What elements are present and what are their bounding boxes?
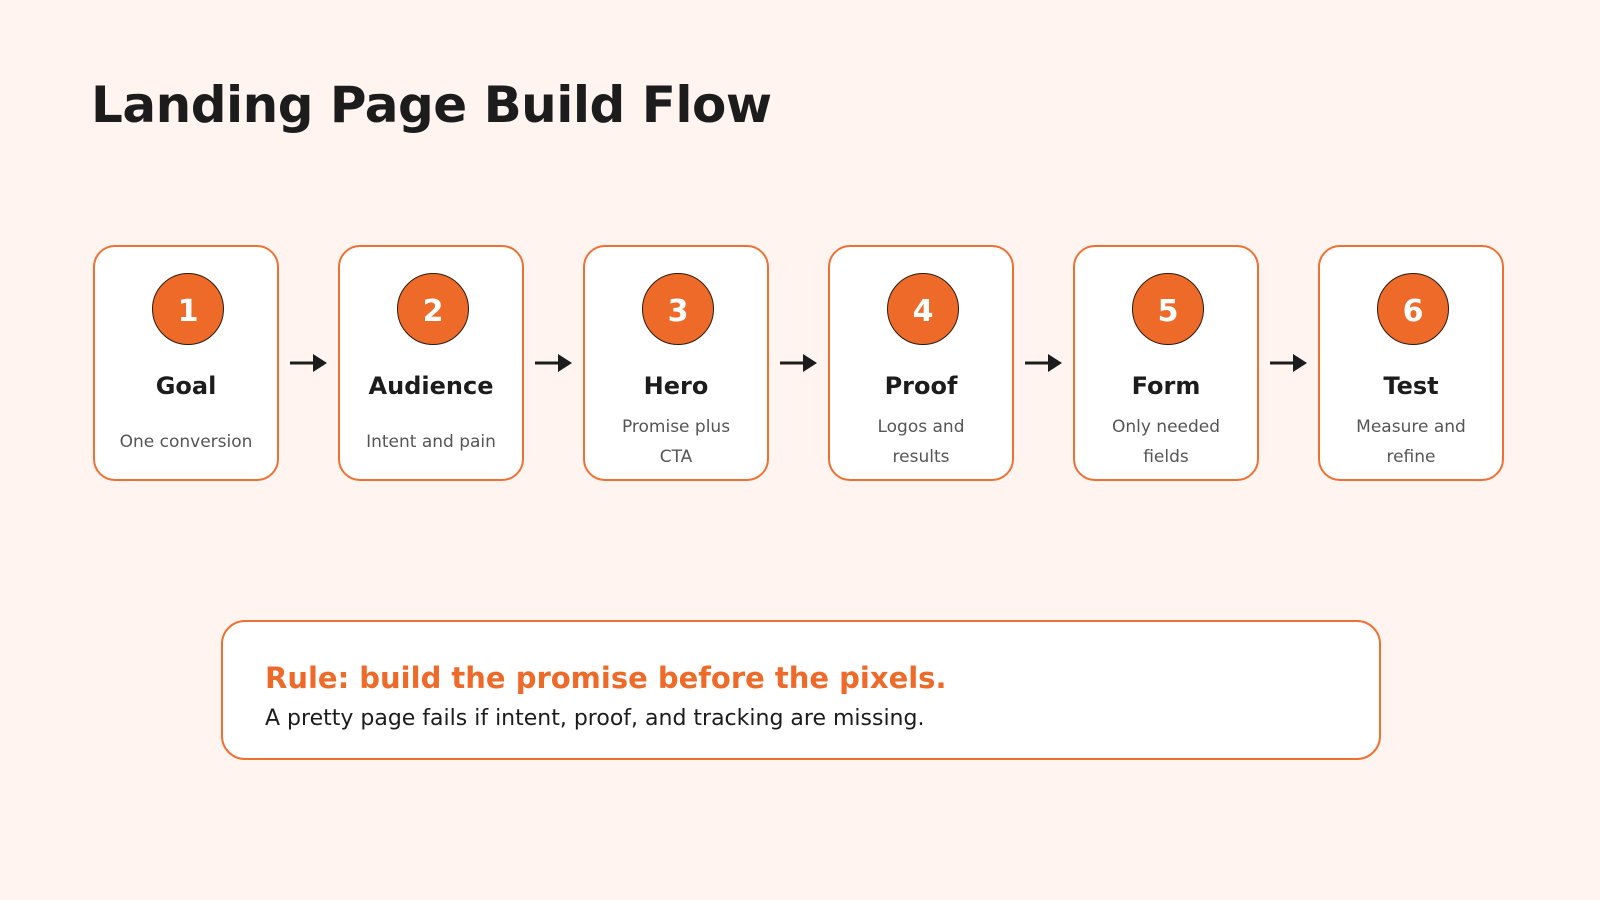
step-card-hero: 3 Hero Promise plus CTA: [583, 245, 769, 481]
step-title: Test: [1383, 372, 1439, 400]
step-card-audience: 2 Audience Intent and pain: [338, 245, 524, 481]
step-number-badge: 1: [152, 273, 224, 345]
step-number-badge: 5: [1132, 273, 1204, 345]
rule-title: Rule: build the promise before the pixel…: [265, 661, 947, 695]
step-description: Logos and results: [877, 417, 965, 467]
step-title: Audience: [368, 372, 494, 400]
rule-text: A pretty page fails if intent, proof, an…: [265, 706, 925, 731]
step-number-badge: 3: [642, 273, 714, 345]
step-description: One conversion: [119, 432, 253, 452]
step-card-form: 5 Form Only needed fields: [1073, 245, 1259, 481]
step-title: Form: [1131, 372, 1201, 400]
arrow-right-icon: [290, 354, 327, 372]
step-description: Intent and pain: [366, 432, 496, 452]
step-title: Goal: [155, 372, 217, 400]
step-title: Proof: [884, 372, 958, 400]
arrow-right-icon: [1025, 354, 1062, 372]
step-card-proof: 4 Proof Logos and results: [828, 245, 1014, 481]
step-card-test: 6 Test Measure and refine: [1318, 245, 1504, 481]
page-title: Landing Page Build Flow: [91, 76, 772, 134]
rule-callout: Rule: build the promise before the pixel…: [221, 620, 1381, 760]
arrow-right-icon: [780, 354, 817, 372]
step-card-goal: 1 Goal One conversion: [93, 245, 279, 481]
step-description: Measure and refine: [1356, 417, 1466, 467]
step-title: Hero: [643, 372, 709, 400]
step-number-badge: 2: [397, 273, 469, 345]
step-number-badge: 4: [887, 273, 959, 345]
step-number-badge: 6: [1377, 273, 1449, 345]
step-description: Promise plus CTA: [621, 417, 731, 467]
flow-diagram: 1 Goal One conversion 2 Audience Intent …: [93, 245, 1504, 481]
arrow-right-icon: [535, 354, 572, 372]
step-description: Only needed fields: [1111, 417, 1221, 467]
arrow-right-icon: [1270, 354, 1307, 372]
